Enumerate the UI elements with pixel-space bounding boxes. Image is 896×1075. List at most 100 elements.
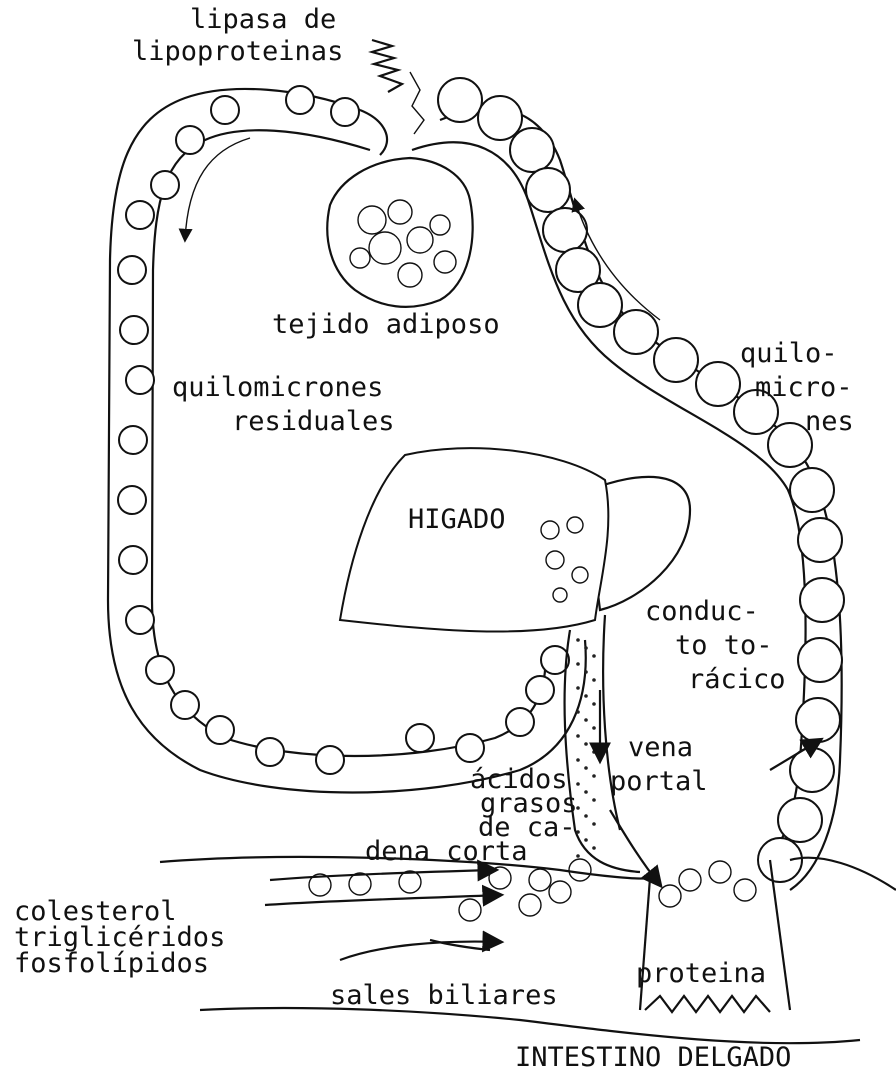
small-intestine — [160, 857, 896, 1043]
chylomicron-bead — [438, 78, 482, 122]
lipid-particle — [549, 881, 571, 903]
residual-particle — [126, 606, 154, 634]
label-lipase-line1: lipasa de — [190, 4, 336, 35]
portal-dot — [576, 782, 580, 786]
lipid-particle — [734, 879, 756, 901]
label-bile: sales biliares — [330, 980, 558, 1011]
portal-dot — [592, 774, 596, 778]
label-fatty-line4: dena corta — [365, 836, 528, 867]
portal-dot — [592, 822, 596, 826]
portal-vein-dots — [576, 638, 596, 858]
portal-dot — [576, 710, 580, 714]
label-residual-line2: residuales — [232, 406, 395, 437]
chylomicron-bead — [778, 798, 822, 842]
residual-particle — [406, 724, 434, 752]
lipid-particle — [459, 899, 481, 921]
chylomicron-bead — [478, 96, 522, 140]
portal-dot — [576, 830, 580, 834]
chylomicron-bead — [614, 310, 658, 354]
residual-particle — [151, 171, 179, 199]
lipid-particle — [569, 859, 591, 881]
label-liver: HIGADO — [408, 504, 506, 535]
portal-dot — [592, 678, 596, 682]
lipid-particle — [529, 869, 551, 891]
portal-dot — [592, 702, 596, 706]
residual-particle — [211, 96, 239, 124]
label-thoracic-line1: conduc- — [645, 596, 759, 627]
residual-particle — [176, 126, 204, 154]
portal-dot — [576, 686, 580, 690]
label-portal-line1: vena — [628, 732, 693, 763]
residual-particle — [171, 691, 199, 719]
portal-dot — [576, 662, 580, 666]
residual-particle — [316, 746, 344, 774]
blood-circulation-loop — [108, 89, 586, 793]
portal-dot — [592, 726, 596, 730]
residual-particle — [118, 486, 146, 514]
liver — [340, 448, 690, 631]
label-lipase-line2: lipoproteinas — [132, 36, 343, 67]
lipid-particle — [519, 894, 541, 916]
label-portal-line2: portal — [610, 766, 708, 797]
label-chylomicrons-line2: micro- — [755, 372, 853, 403]
portal-dot — [592, 846, 596, 850]
lipid-particle — [679, 869, 701, 891]
chylomicron-bead — [696, 362, 740, 406]
portal-dot — [584, 694, 588, 698]
label-adipose: tejido adiposo — [272, 309, 500, 340]
chylomicron-bead — [790, 468, 834, 512]
portal-dot — [592, 654, 596, 658]
chylomicron-bead — [654, 338, 698, 382]
portal-dot — [592, 798, 596, 802]
bile-arrow — [340, 942, 500, 960]
portal-dot — [576, 638, 580, 642]
lipid-particle — [709, 861, 731, 883]
label-intestine: INTESTINO DELGADO — [515, 1042, 791, 1073]
portal-dot — [584, 718, 588, 722]
portal-dot — [584, 838, 588, 842]
portal-dot — [584, 790, 588, 794]
residual-particle — [456, 734, 484, 762]
portal-dot — [576, 758, 580, 762]
chylomicron-bead — [578, 283, 622, 327]
portal-dot — [584, 670, 588, 674]
lipid-particle — [349, 873, 371, 895]
chylomicron-bead — [758, 838, 802, 882]
residual-particle — [526, 676, 554, 704]
lipase-squiggle — [372, 40, 402, 92]
label-chylomicrons-line1: quilo- — [740, 338, 838, 369]
residual-particle — [331, 98, 359, 126]
residual-particle — [120, 316, 148, 344]
chylomicron-bead — [798, 638, 842, 682]
intestine-lipid-particles — [309, 859, 756, 921]
portal-dot — [584, 766, 588, 770]
portal-dot — [576, 854, 580, 858]
portal-dot — [576, 734, 580, 738]
fatty-acid-arrow — [610, 810, 660, 885]
lipid-particle — [399, 871, 421, 893]
residual-particle — [146, 656, 174, 684]
residual-particle — [506, 708, 534, 736]
label-residual-line1: quilomicrones — [172, 372, 383, 403]
residual-particle — [119, 426, 147, 454]
label-input-line3: fosfolípidos — [14, 948, 209, 979]
chylomicron-bead — [796, 698, 840, 742]
chylomicron-bead — [798, 518, 842, 562]
residual-particle — [126, 366, 154, 394]
label-chylomicrons-line3: nes — [805, 406, 854, 437]
absorption-arrow-1 — [270, 870, 495, 880]
residual-particle — [118, 256, 146, 284]
chylomicron-bead — [510, 128, 554, 172]
portal-dot — [592, 750, 596, 754]
portal-dot — [584, 646, 588, 650]
label-thoracic-line3: rácico — [688, 664, 786, 695]
residual-particle — [206, 716, 234, 744]
label-thoracic-line2: to to- — [675, 630, 773, 661]
chylomicron-bead — [526, 168, 570, 212]
chylomicron-bead — [800, 578, 844, 622]
portal-dot — [584, 742, 588, 746]
residual-particle — [126, 201, 154, 229]
lipid-particle — [659, 885, 681, 907]
